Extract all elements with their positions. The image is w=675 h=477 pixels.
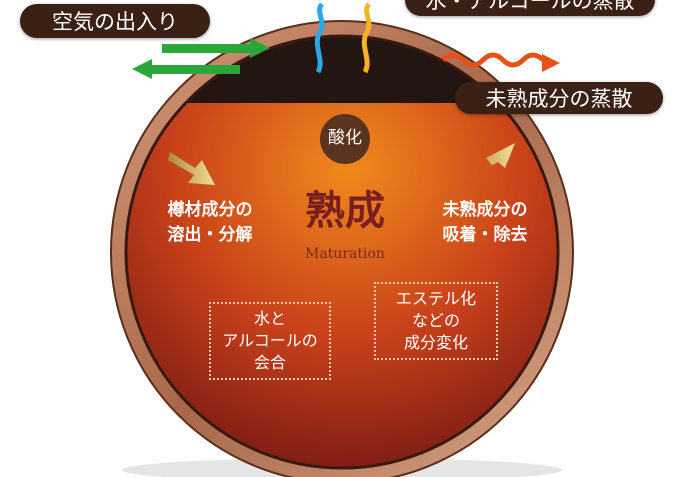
maturation-title: 熟成 (305, 187, 385, 234)
water-evap-arrow-icon (314, 2, 325, 74)
box1-line1: 水と (253, 309, 286, 328)
maturation-subtitle: Maturation (305, 246, 385, 262)
immature-absorb-line1: 未熟成分の (442, 200, 528, 220)
alcohol-evap-arrow-icon (361, 2, 372, 74)
wood-dissolve-line2: 溶出・分解 (167, 225, 253, 245)
label-water-alcohol-evaporation: 水・アルコールの蒸散 (405, 0, 655, 16)
box1-line2: アルコールの (222, 331, 318, 350)
box2-line2: などの (411, 311, 460, 330)
label-air-exchange: 空気の出入り (20, 4, 210, 38)
box2-line3: 成分変化 (403, 333, 468, 352)
air-arrows-icon (132, 38, 270, 79)
wood-dissolve-label: 樽材成分の 溶出・分解 (150, 198, 270, 248)
oxidation-badge-bg (320, 114, 370, 164)
box1-line3: 会合 (253, 353, 286, 372)
immature-absorb-label: 未熟成分の 吸着・除去 (425, 198, 545, 248)
oxidation-label: 酸化 (328, 128, 362, 148)
ester-change-box: エステル化などの成分変化 (374, 282, 498, 360)
immature-absorb-line2: 吸着・除去 (442, 225, 528, 245)
wood-dissolve-line1: 樽材成分の (167, 200, 253, 220)
box2-line1: エステル化 (395, 289, 476, 308)
label-immature-evaporation: 未熟成分の蒸散 (455, 82, 663, 114)
gold-arrow-out-icon (465, 143, 515, 180)
gold-arrow-in-icon (168, 152, 215, 185)
immature-evap-arrow-icon (441, 52, 545, 68)
water-alcohol-association-box: 水とアルコールの会合 (209, 302, 331, 380)
